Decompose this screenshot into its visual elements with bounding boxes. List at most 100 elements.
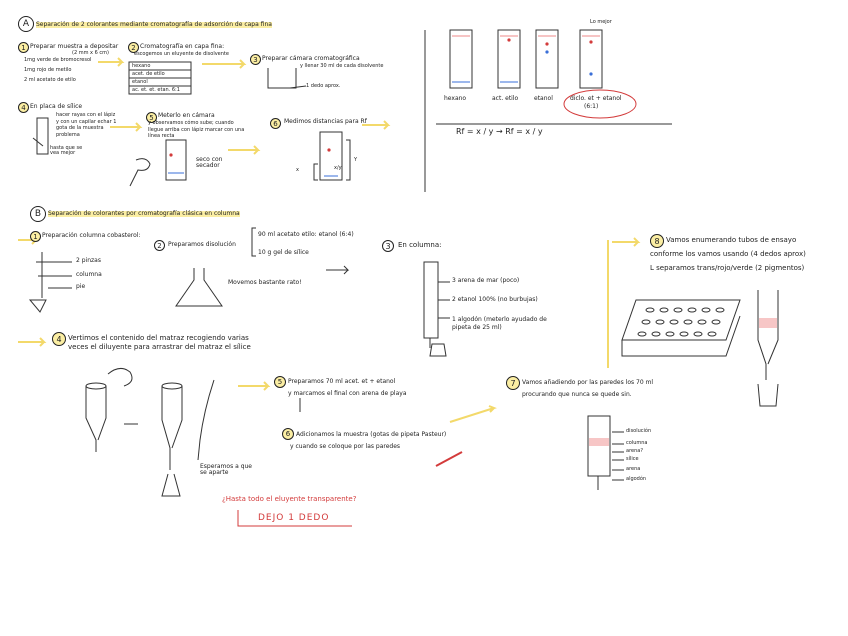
b-step8-sub: conforme los vamos usando (4 dedos aprox… — [650, 250, 806, 258]
b-step4-note: Esperamos a que se aparte — [200, 463, 252, 476]
column-b8 — [757, 290, 779, 407]
a-step5-title: Meterlo en cámara — [158, 112, 215, 119]
pencil-icon — [289, 85, 307, 89]
b7-layer-3: arena? — [626, 448, 643, 454]
arrow-a4 — [228, 145, 261, 155]
section-b-badge: B — [30, 206, 46, 222]
b7-layer-5: arena — [626, 466, 641, 472]
a-table-row1: hexano — [132, 63, 151, 69]
tube-rack-icon — [621, 299, 741, 357]
b7-layer-6: algodón — [626, 476, 647, 482]
section-b-title: Separación de colorantes por cromatograf… — [48, 210, 240, 217]
yellow-arrows — [98, 57, 391, 155]
silica-plate-icon — [36, 117, 49, 155]
a-step1-number: 1 — [18, 42, 29, 53]
plate-diclo — [579, 29, 603, 89]
a-step4-desc: hacer rayas con el lápiz y con un capila… — [56, 112, 117, 138]
a-step2-title: Cromatografía en capa fina: — [140, 43, 225, 50]
b-step7-number: 7 — [506, 376, 520, 390]
a-step1-line2: 1mg rojo de metilo — [24, 67, 72, 73]
a-step3-note: 1 dedo aprox. — [306, 83, 341, 89]
rf-formula: Rf = x / y → Rf = x / y — [456, 127, 543, 136]
a-step1-line3: 2 ml acetato de etilo — [24, 77, 76, 83]
a-step6-label-xy: x/y — [334, 165, 342, 171]
b-step4-title: Vertimos el contenido del matraz recogie… — [68, 334, 251, 352]
a-step4-title: En placa de sílice — [30, 103, 83, 110]
a-step1-line1: 1mg verde de bromocresol — [24, 57, 92, 63]
b-step5-sub: y marcamos el final con arena de playa — [288, 390, 407, 397]
arrow-a2 — [202, 59, 247, 69]
a-step3-title: Preparar cámara cromatográfica — [262, 55, 360, 62]
b-step2-title: Preparamos disolución — [168, 241, 236, 248]
a-table-row4: ac. et. et. etan. 6:1 — [132, 87, 180, 93]
hairdryer-icon — [129, 158, 151, 187]
b-step8-number: 8 — [650, 234, 664, 248]
section-a-badge: A — [18, 16, 34, 32]
tlc-plates — [449, 29, 603, 89]
plate-label-hexano: hexano — [444, 95, 467, 102]
b-step3-number: 3 — [382, 240, 394, 252]
a-step1-sub: (2 mm x 6 cm) — [72, 50, 109, 56]
b-step3-title: En columna: — [398, 241, 442, 249]
b-step8-title: Vamos enumerando tubos de ensayo — [666, 236, 797, 244]
b-layer-arena: 3 arena de mar (poco) — [452, 277, 520, 284]
plate-label-diclo: diclo. et + etanol — [570, 95, 622, 102]
arrow-a5 — [362, 120, 391, 130]
b-step2-note: Movemos bastante rato! — [228, 279, 302, 286]
a-step5-number: 5 — [146, 112, 157, 123]
rack-holes — [637, 307, 725, 337]
b7-layer-1: disolución — [626, 428, 652, 434]
b-step5-number: 5 — [274, 376, 286, 388]
a-step3-number: 3 — [250, 54, 261, 65]
b-step2-number: 2 — [154, 240, 165, 251]
b-label-pie: pie — [76, 283, 86, 290]
arrow-a3 — [110, 122, 143, 132]
b-step6-number: 6 — [282, 428, 294, 440]
columns-b4 — [85, 368, 215, 497]
a-step4-note: hasta que se vea mejor — [50, 145, 83, 156]
b-label-columna: columna — [76, 271, 102, 278]
pipette-icon — [435, 451, 463, 467]
b-layer-etanol: 2 etanol 100% (no burbujas) — [452, 296, 538, 303]
chamber-icon — [267, 68, 297, 89]
a-step6-number: 6 — [270, 118, 281, 129]
b-step5-title: Preparamos 70 ml acet. et + etanol — [288, 378, 396, 385]
yellow-arrows-b — [18, 235, 641, 423]
best-label: Lo mejor — [590, 19, 612, 25]
column-b7 — [587, 415, 624, 490]
plate-etanol — [535, 29, 559, 89]
b7-layer-2: columna — [626, 440, 648, 446]
a-step6-label-y: Y — [354, 157, 358, 163]
a-table-row3: etanol — [132, 79, 148, 85]
a-step4-number: 4 — [18, 102, 29, 113]
answer-bracket — [237, 510, 352, 527]
plate-label-etanol: etanol — [534, 95, 553, 102]
b-step1-number: 1 — [30, 231, 41, 242]
b-step2-line2: 10 g gel de sílice — [258, 249, 309, 256]
b-step4-number: 4 — [52, 332, 66, 346]
a-step2-sub: escogemos un eluyente de disolvente — [134, 51, 229, 57]
b7-layer-4: sílice — [626, 456, 639, 462]
a-step6-title: Medimos distancias para Rf — [284, 118, 367, 125]
a-step2-number: 2 — [128, 42, 139, 53]
b-step2-line1: 90 ml acetato etilo: etanol (6:4) — [258, 231, 354, 238]
a-step1-title: Preparar muestra a depositar — [30, 43, 119, 50]
b-step6-title: Adicionamos la muestra (gotas de pipeta … — [296, 431, 447, 438]
column-stand — [28, 252, 72, 313]
b-step7-sub: procurando que nunca se quede sin. — [522, 391, 632, 398]
column-b3 — [423, 261, 450, 357]
b-step6-sub: y cuando se coloque por las paredes — [290, 443, 401, 450]
measure-plate — [319, 131, 343, 181]
b-step7-title: Vamos añadiendo por las paredes los 70 m… — [522, 379, 654, 386]
plate-in-chamber — [165, 139, 187, 181]
plate-acetato — [497, 29, 521, 89]
a-table-row2: acet. de etilo — [132, 71, 165, 77]
section-a-title: Separación de 2 colorantes mediante crom… — [36, 21, 272, 28]
a-step6-label-x: x — [296, 167, 299, 173]
plate-label-ratio: (6:1) — [584, 103, 599, 110]
b-layer-algodon: 1 algodón (meterlo ayudado de pipeta de … — [452, 316, 547, 331]
a-step3-sub: y llenar 30 ml de cada disolvente — [300, 63, 384, 69]
plate-label-acetato: act. etilo — [492, 95, 519, 102]
answer-text: DEJO 1 DEDO — [258, 513, 330, 523]
